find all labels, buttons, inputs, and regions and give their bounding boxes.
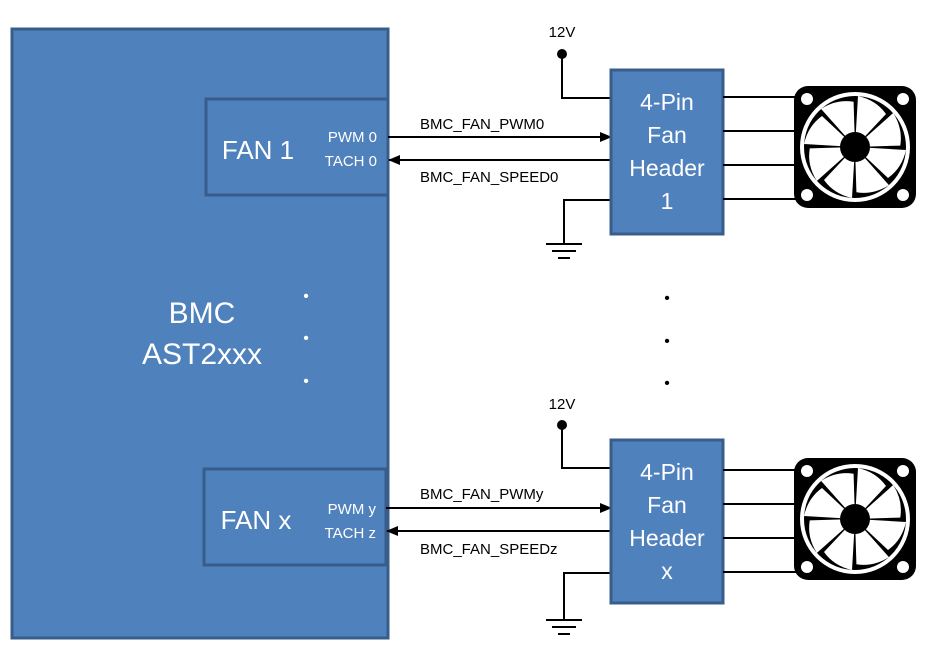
fan-icon	[794, 458, 916, 580]
fan-1-controller-box	[204, 97, 390, 197]
fan-1-supply-label: 12V	[549, 24, 576, 41]
fan-header-x-line-1: 4-Pin	[640, 459, 694, 485]
bmc-title: BMC	[169, 297, 236, 330]
fan-x-controller-box	[202, 467, 388, 567]
bmc-ellipsis-dot-2: •	[303, 330, 309, 347]
header-ellipsis-dot-2: •	[664, 333, 670, 350]
fan-header-x-line-4: x	[661, 558, 673, 584]
fan-x-pwm-pin: PWM y	[328, 501, 377, 518]
fan-x-supply-label: 12V	[549, 396, 576, 413]
fan-header-x	[609, 438, 725, 605]
fan-x-speed-signal: BMC_FAN_SPEEDz	[420, 541, 558, 558]
fan-header-1-line-3: Header	[629, 155, 705, 181]
fan-1-tach-pin: TACH 0	[325, 153, 377, 170]
fan-1-pwm-pin: PWM 0	[328, 129, 377, 146]
header-ellipsis-dot-1: •	[664, 290, 670, 307]
fan-header-x-line-3: Header	[629, 525, 705, 551]
fan-channel-x: FAN x PWM y TACH z BMC_FAN_PWMy BMC_FAN_…	[202, 396, 916, 635]
bmc-ellipsis-dot-3: •	[303, 373, 309, 390]
fan-x-tach-pin: TACH z	[325, 525, 376, 542]
ground-symbol-icon	[546, 243, 582, 259]
fan-1-pwm-signal: BMC_FAN_PWM0	[420, 116, 544, 133]
bmc-ellipsis-dot-1: •	[303, 288, 309, 305]
fan-x-label: FAN x	[221, 505, 292, 535]
fan-icon	[794, 86, 916, 208]
ground-symbol-icon	[546, 619, 582, 635]
fan-header-1-line-4: 1	[661, 188, 674, 214]
fan-header-x-line-2: Fan	[647, 492, 687, 518]
fan-x-pwm-signal: BMC_FAN_PWMy	[420, 486, 544, 503]
fan-header-1-line-2: Fan	[647, 122, 687, 148]
fan-header-1-line-1: 4-Pin	[640, 89, 694, 115]
fan-1-ground-wire	[563, 199, 611, 244]
bmc-model: AST2xxx	[142, 338, 262, 371]
fan-x-supply-wire	[561, 425, 611, 469]
fan-x-ground-wire	[563, 572, 611, 620]
header-ellipsis-dot-3: •	[664, 375, 670, 392]
fan-1-speed-signal: BMC_FAN_SPEED0	[420, 169, 558, 186]
fan-1-supply-wire	[561, 54, 611, 99]
fan-header-1	[609, 68, 725, 236]
fan-1-label: FAN 1	[222, 135, 294, 165]
fan-channel-1: FAN 1 PWM 0 TACH 0 BMC_FAN_PWM0 BMC_FAN_…	[204, 24, 916, 259]
